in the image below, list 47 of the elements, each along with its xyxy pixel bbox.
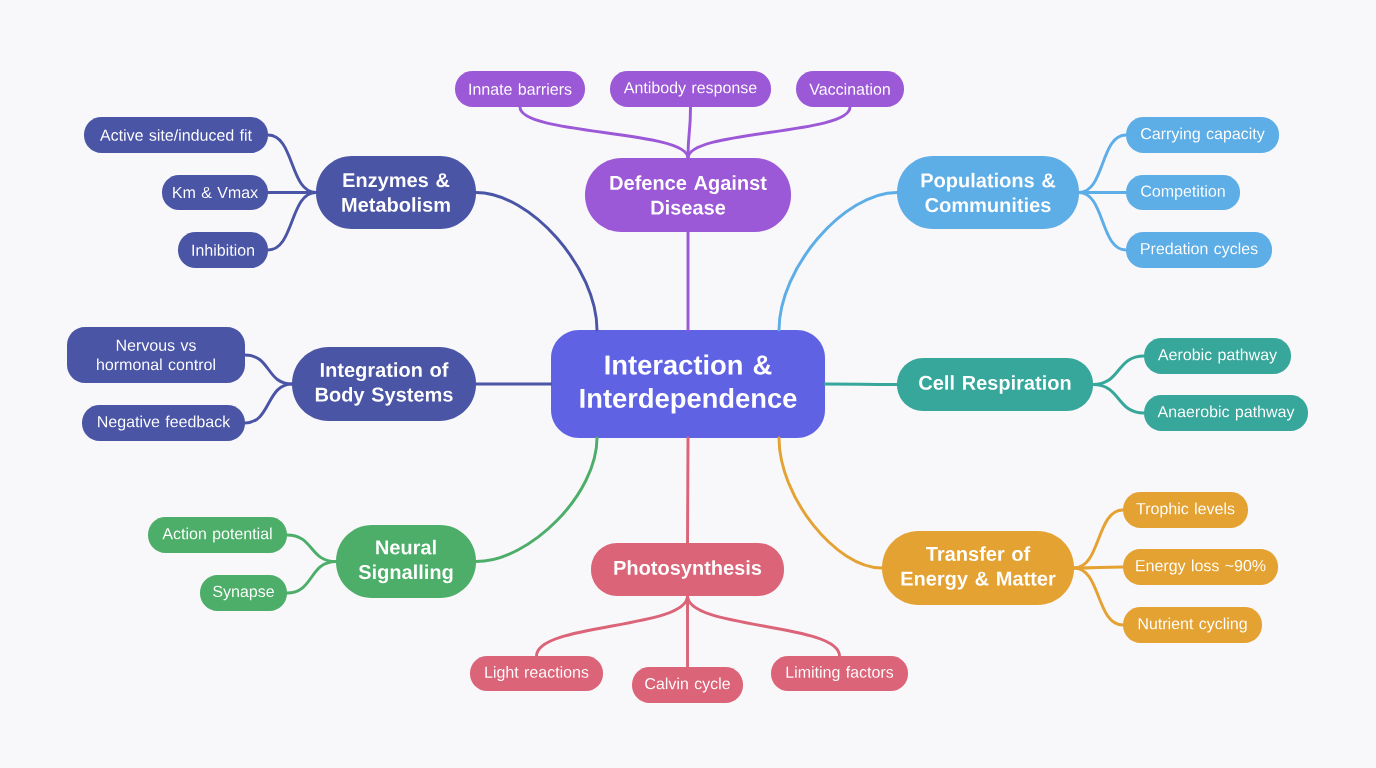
connector-line bbox=[243, 382, 294, 425]
topic-box: Populations & Communities bbox=[897, 156, 1079, 229]
connector-line bbox=[1072, 508, 1125, 570]
subtopic-box: Carrying capacity bbox=[1126, 117, 1279, 153]
topic-box: Photosynthesis bbox=[591, 543, 784, 596]
subtopic-box: Competition bbox=[1126, 175, 1240, 210]
connector-line bbox=[686, 436, 690, 545]
connector-line bbox=[1072, 566, 1125, 627]
subtopic-box: Limiting factors bbox=[771, 656, 908, 691]
subtopic-box: Antibody response bbox=[610, 71, 771, 107]
subtopic-box: Km & Vmax bbox=[162, 175, 268, 210]
connector-line bbox=[474, 382, 553, 386]
subtopic-box: Action potential bbox=[148, 517, 287, 553]
connector-line bbox=[823, 382, 899, 386]
connector-line bbox=[474, 436, 599, 563]
subtopic-box: Innate barriers bbox=[455, 71, 585, 107]
subtopic-box: Vaccination bbox=[796, 71, 904, 107]
subtopic-box: Negative feedback bbox=[82, 405, 245, 441]
connector-line bbox=[243, 353, 294, 386]
topic-box: Integration of Body Systems bbox=[292, 347, 476, 421]
topic-box: Defence Against Disease bbox=[585, 158, 791, 232]
connector-line bbox=[474, 191, 599, 332]
connector-line bbox=[518, 105, 690, 160]
subtopic-box: Active site/induced fit bbox=[84, 117, 268, 153]
topic-box: Transfer of Energy & Matter bbox=[882, 531, 1074, 605]
subtopic-box: Light reactions bbox=[470, 656, 603, 691]
connector-line bbox=[1077, 191, 1128, 252]
topic-box: Cell Respiration bbox=[897, 358, 1093, 411]
subtopic-box: Energy loss ~90% bbox=[1123, 549, 1278, 585]
connector-line bbox=[686, 594, 841, 658]
subtopic-box: Nervous vs hormonal control bbox=[67, 327, 245, 383]
connector-line bbox=[285, 560, 338, 595]
subtopic-box: Calvin cycle bbox=[632, 667, 743, 703]
connector-line bbox=[777, 436, 884, 570]
central-topic-box: Interaction & Interdependence bbox=[551, 330, 825, 438]
subtopic-box: Trophic levels bbox=[1123, 492, 1248, 528]
subtopic-box: Predation cycles bbox=[1126, 232, 1272, 268]
connector-line bbox=[686, 105, 852, 160]
connector-line bbox=[266, 191, 318, 252]
connector-line bbox=[1091, 383, 1146, 415]
subtopic-box: Anaerobic pathway bbox=[1144, 395, 1308, 431]
connector-line bbox=[686, 230, 690, 332]
subtopic-box: Inhibition bbox=[178, 232, 268, 268]
subtopic-box: Nutrient cycling bbox=[1123, 607, 1262, 643]
connector-line bbox=[777, 191, 899, 332]
topic-box: Neural Signalling bbox=[336, 525, 476, 598]
subtopic-box: Aerobic pathway bbox=[1144, 338, 1291, 374]
